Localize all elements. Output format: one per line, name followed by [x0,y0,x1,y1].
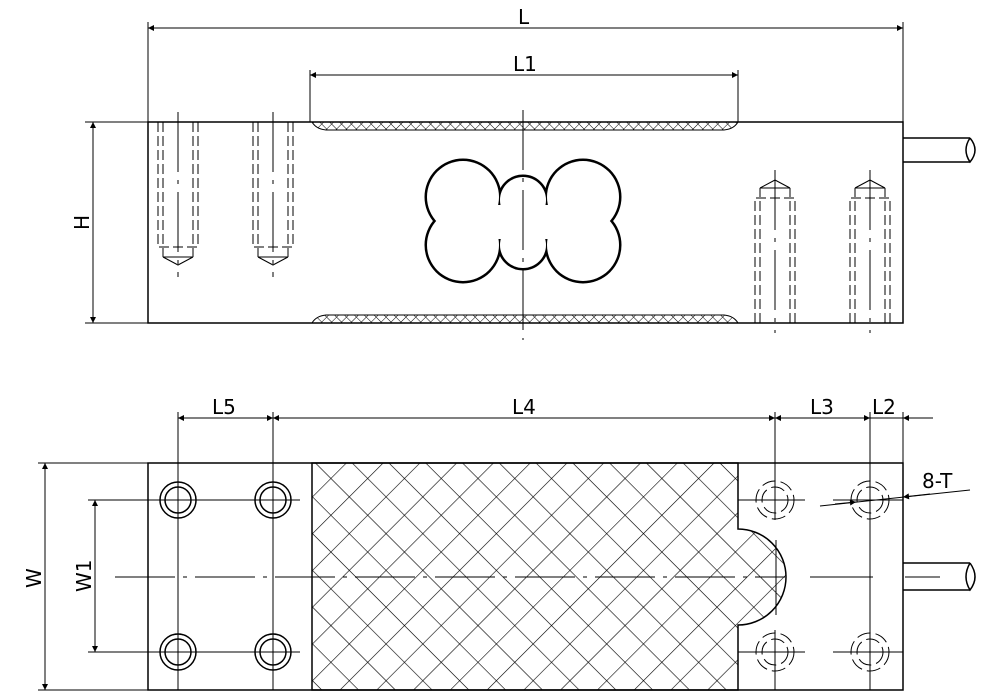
mounting-hole-left [148,463,300,690]
label-W: W [22,568,46,588]
label-L1: L1 [513,52,537,76]
strain-gauge-cover-top [311,121,739,131]
label-L5: L5 [212,395,236,419]
label-L: L [518,5,530,29]
label-8-T: 8-T [922,469,953,493]
threaded-hole-right [738,463,903,690]
side-view: L L1 H [70,5,976,340]
plan-view: L5 L4 L3 L2 W W1 [22,395,976,691]
threaded-hole-right-2 [849,170,891,333]
label-L2: L2 [872,395,896,419]
label-W1: W1 [72,560,96,593]
cable-side [903,137,970,163]
threaded-hole-left-1 [157,112,199,277]
label-H: H [70,215,94,230]
label-L4: L4 [512,395,536,419]
threaded-hole-right-1 [754,170,796,333]
cable-plan [903,562,970,591]
label-L3: L3 [810,395,834,419]
strain-gauge-cover-bottom [311,314,739,324]
threaded-hole-left-2 [252,112,294,277]
binocular-hole [424,110,622,340]
